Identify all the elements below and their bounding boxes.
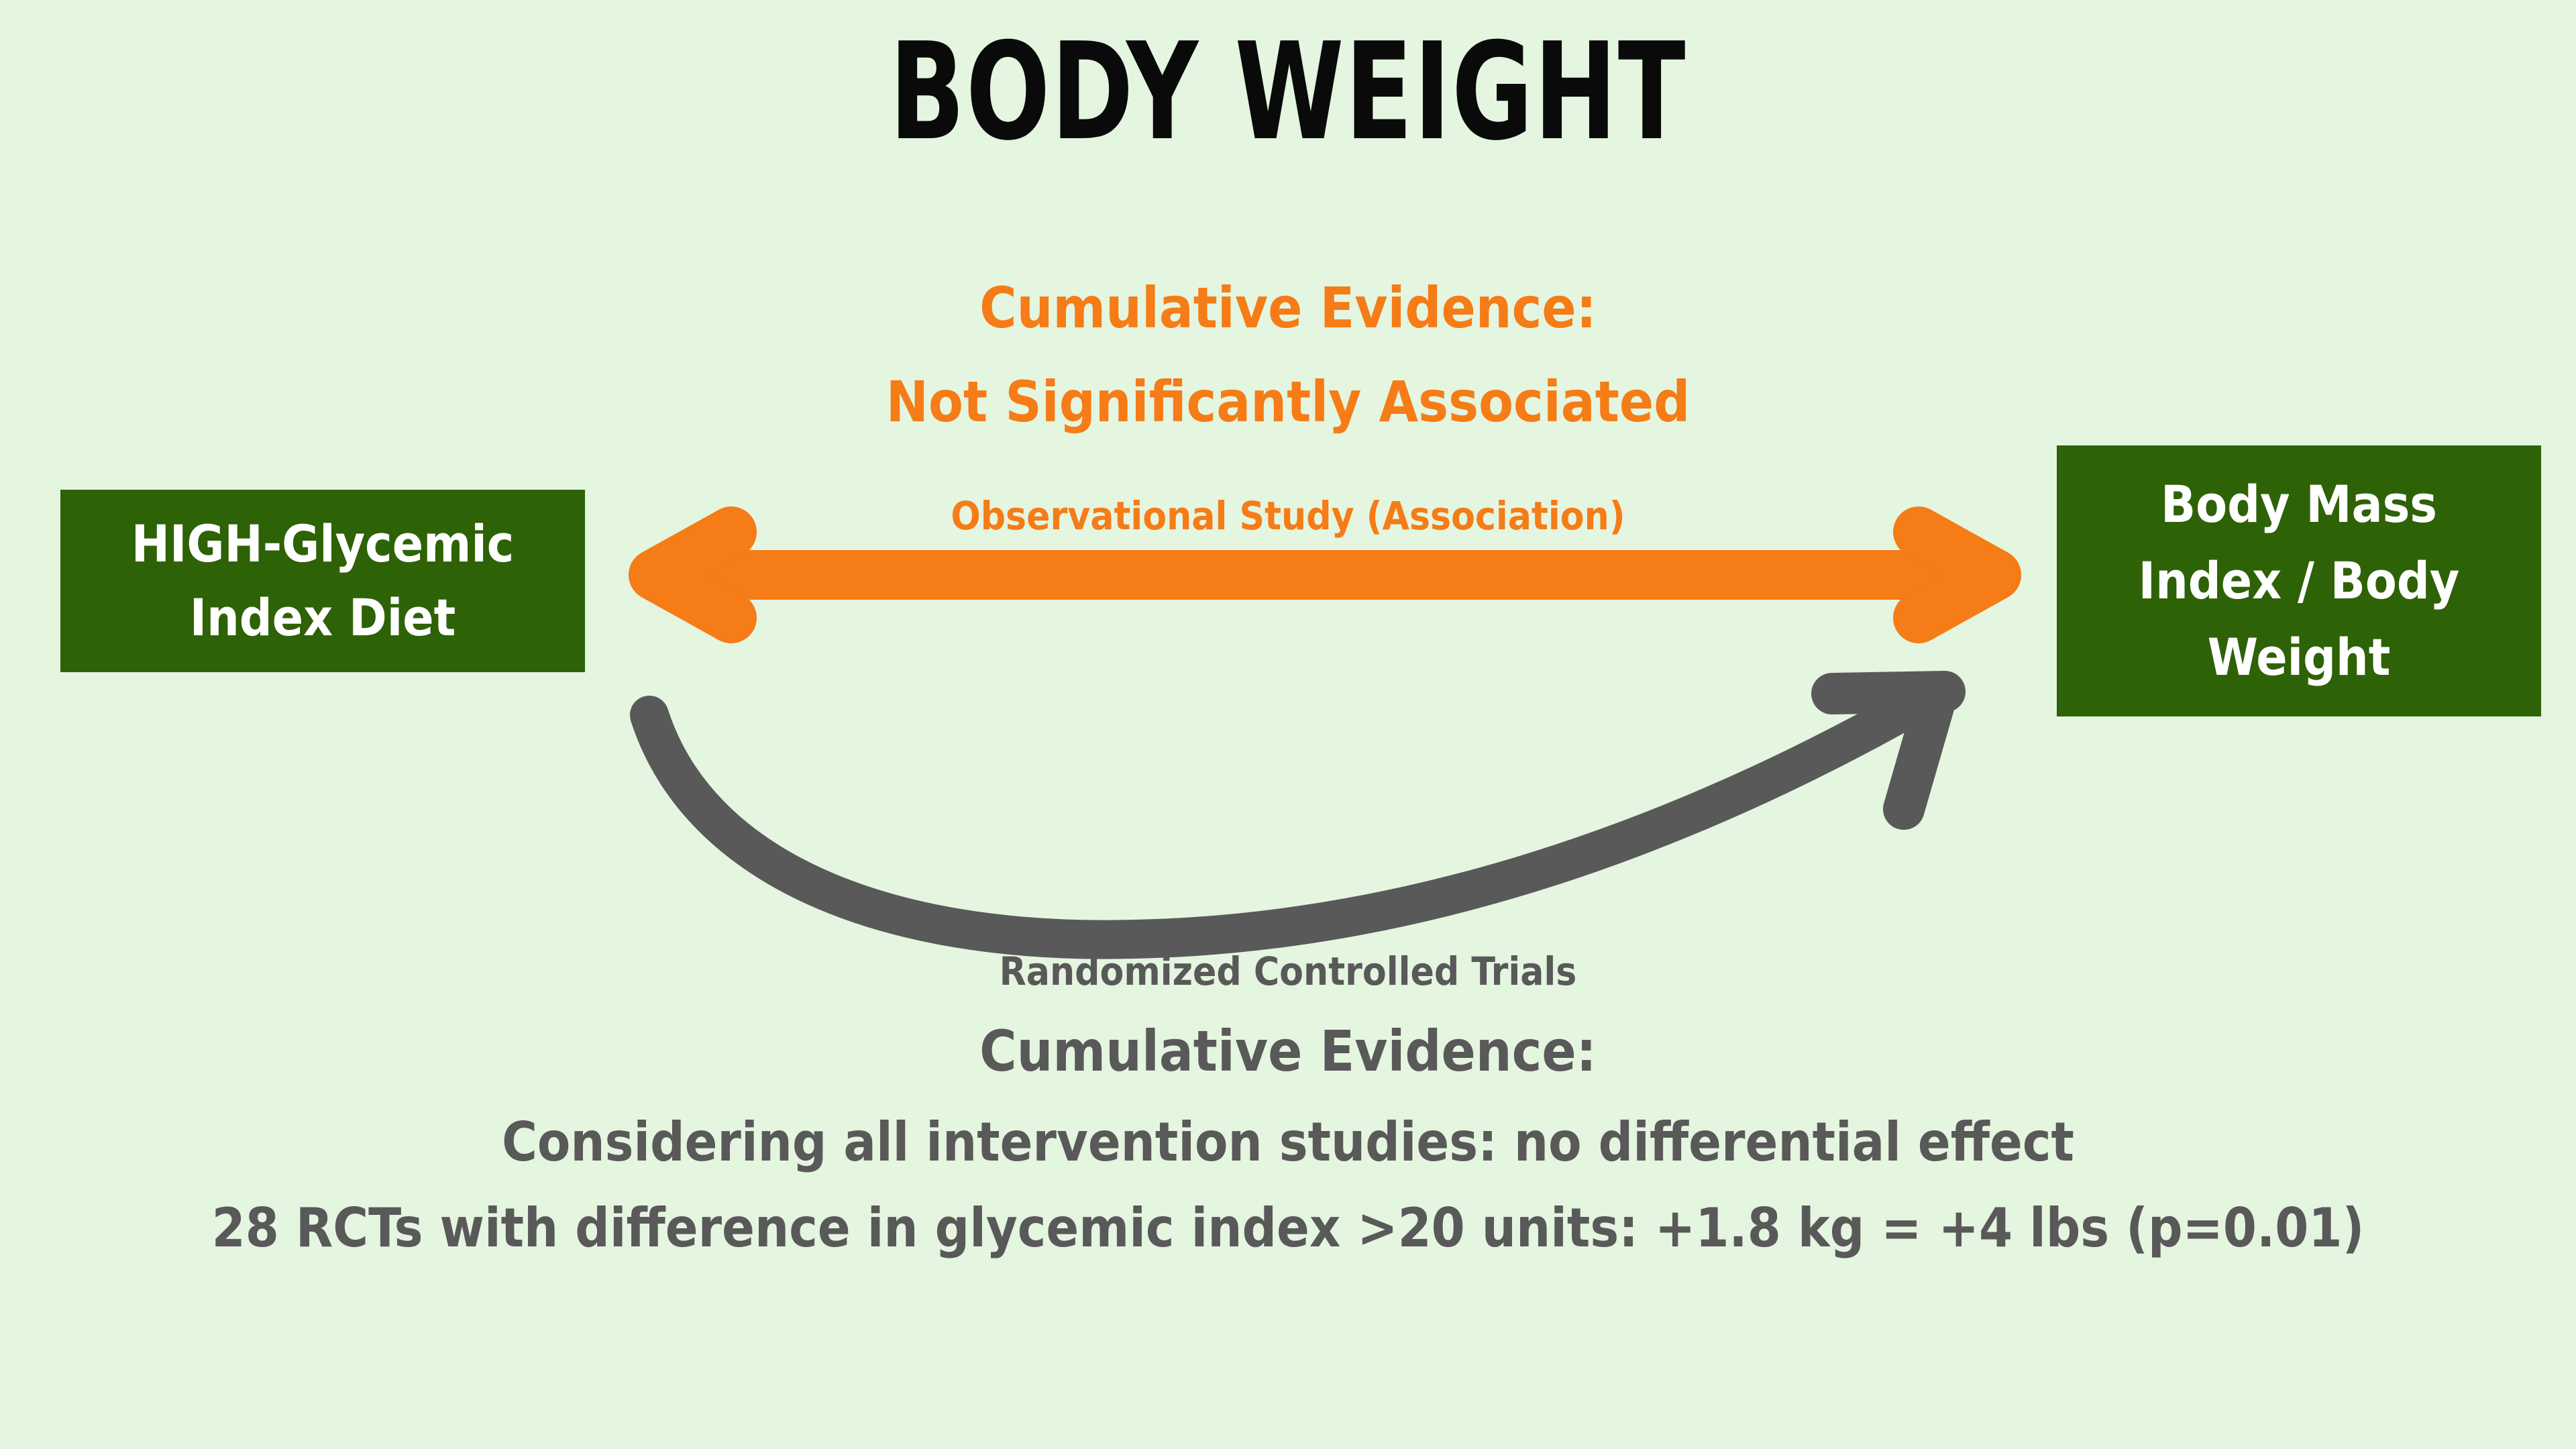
node-body-mass-index-body-weight: Body Mass Index / Body Weight [2057, 445, 2541, 716]
curved-arrow-right-icon [630, 671, 1966, 959]
rct-arrow-label: Randomized Controlled Trials [999, 949, 1577, 994]
node-right-line1: Body Mass [2161, 474, 2437, 534]
observational-study-arrow-label: Observational Study (Association) [951, 493, 1625, 539]
observational-cumulative-evidence-line2: Not Significantly Associated [885, 369, 1690, 435]
node-high-glycemic-index-diet: HIGH-Glycemic Index Diet [60, 490, 585, 672]
rct-conclusion-line2: 28 RCTs with difference in glycemic inde… [211, 1197, 2365, 1259]
rct-conclusion-line1: Considering all intervention studies: no… [502, 1111, 2074, 1173]
page-title: BODY WEIGHT [889, 14, 1687, 170]
rct-cumulative-evidence-heading: Cumulative Evidence: [979, 1018, 1597, 1084]
observational-cumulative-evidence-line1: Cumulative Evidence: [979, 275, 1597, 341]
double-headed-arrow-icon [629, 506, 2021, 643]
node-left-line2: Index Diet [189, 588, 456, 647]
node-left-line1: HIGH-Glycemic [131, 513, 515, 574]
node-right-line2: Index / Body [2138, 551, 2460, 610]
node-right-line3: Weight [2207, 627, 2391, 687]
